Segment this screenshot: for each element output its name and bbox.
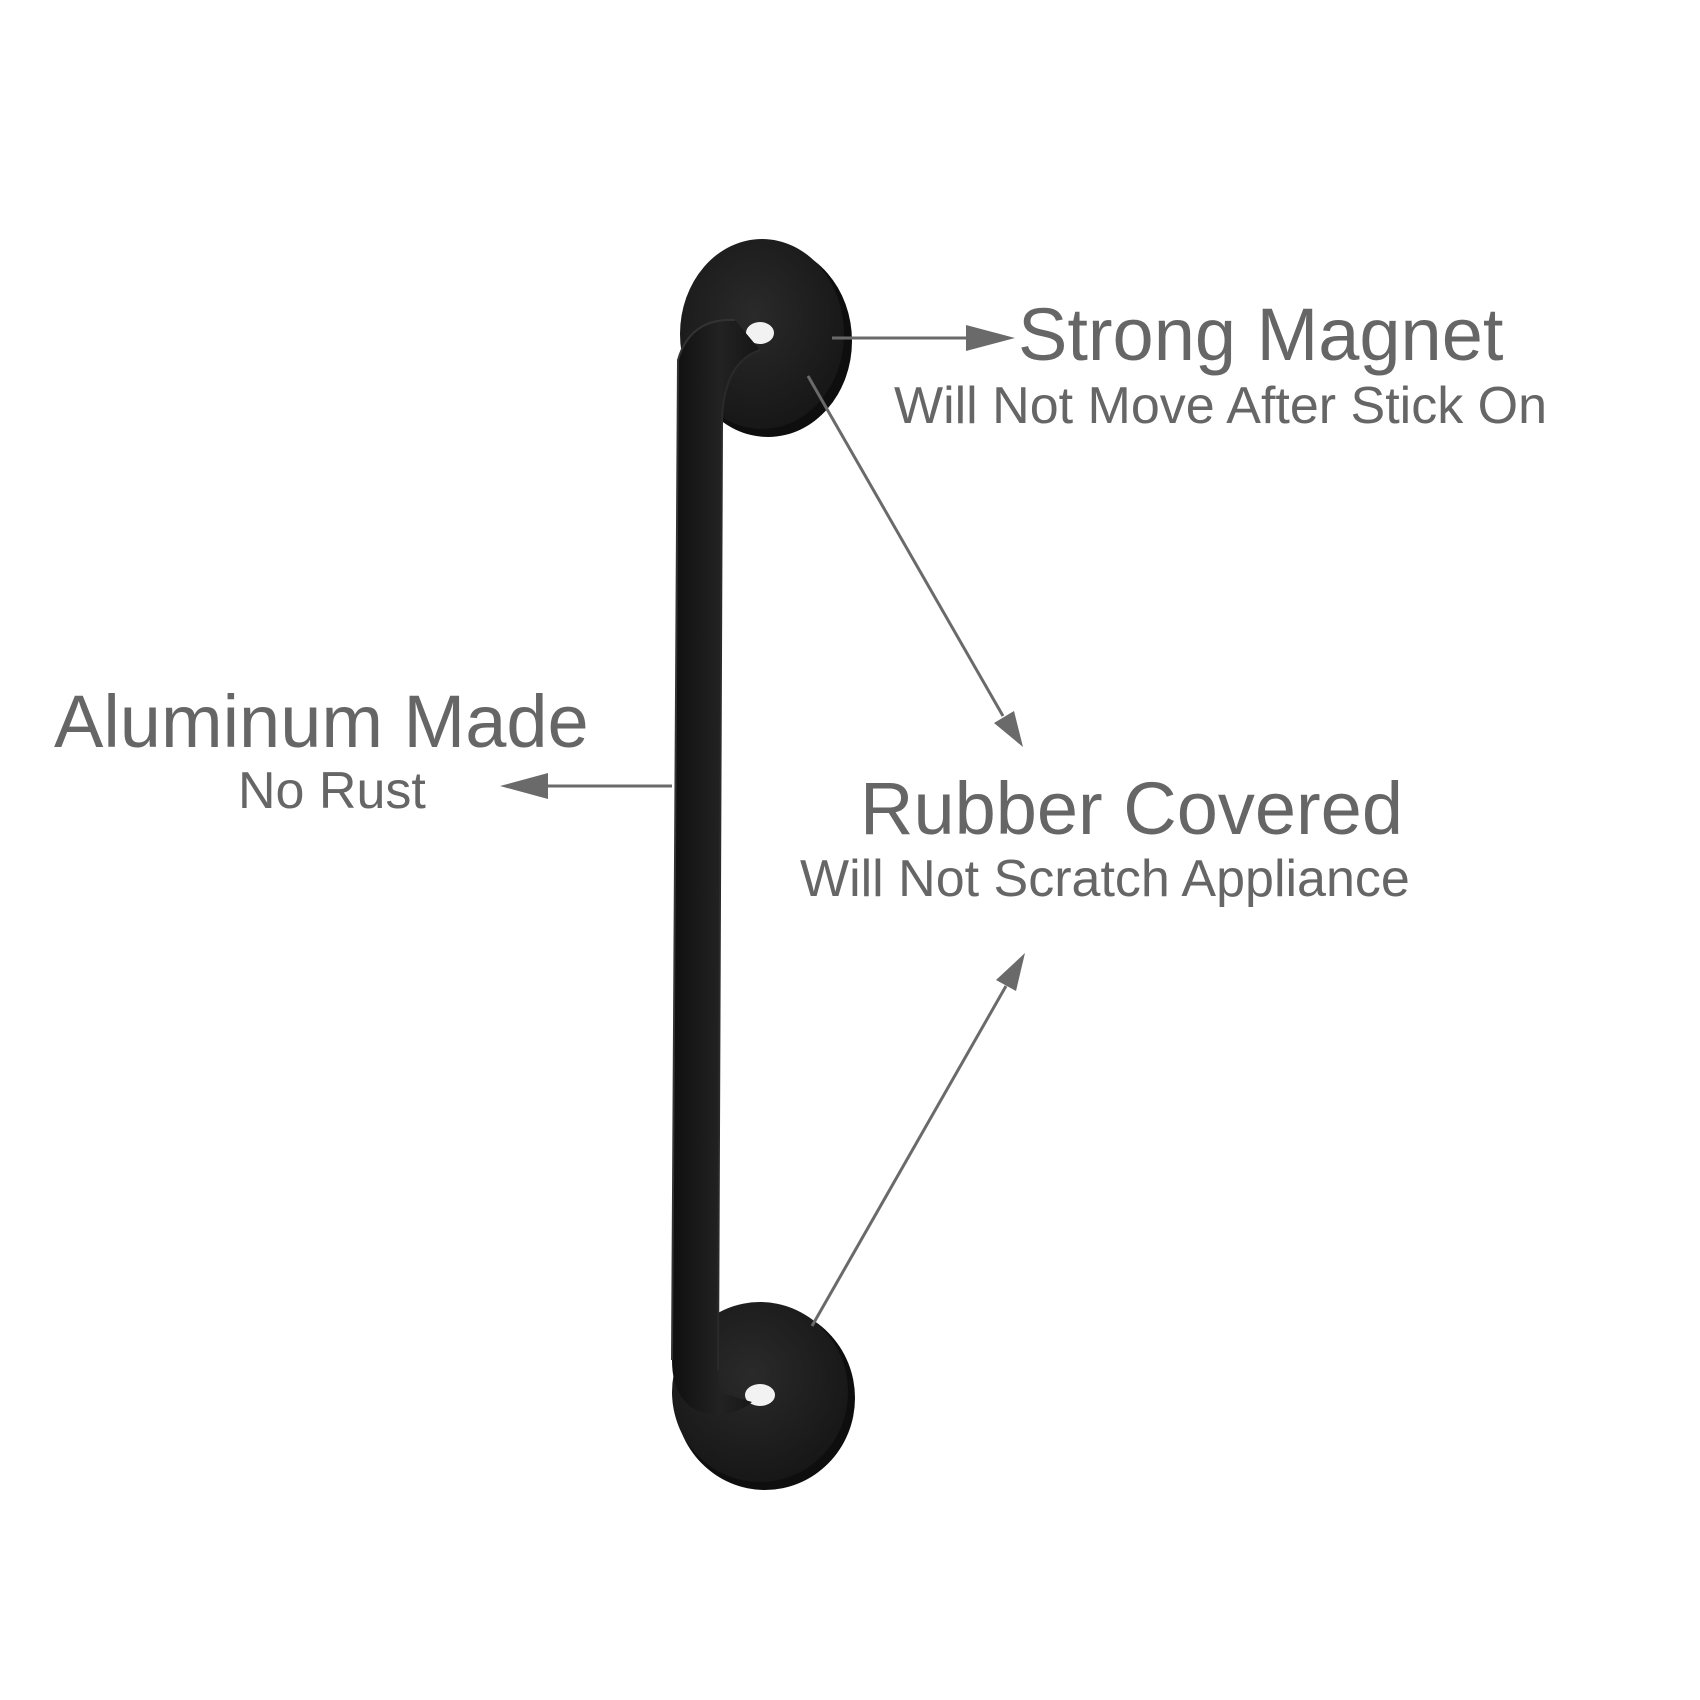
strong-magnet-arrow [832,325,1015,351]
aluminum-made-subtitle: No Rust [238,762,426,820]
rubber-top-arrow [806,375,1023,747]
rubber-covered-subtitle: Will Not Scratch Appliance [800,850,1410,908]
top-screw-hole [746,322,774,344]
aluminum-arrow [500,773,672,799]
rubber-bottom-arrow [810,953,1025,1327]
strong-magnet-subtitle: Will Not Move After Stick On [894,377,1548,435]
bottom-screw-hole [745,1384,775,1406]
aluminum-made-title: Aluminum Made [54,680,589,763]
strong-magnet-title: Strong Magnet [1018,293,1504,376]
rubber-covered-title: Rubber Covered [860,767,1403,850]
handle-bar [671,318,761,1415]
